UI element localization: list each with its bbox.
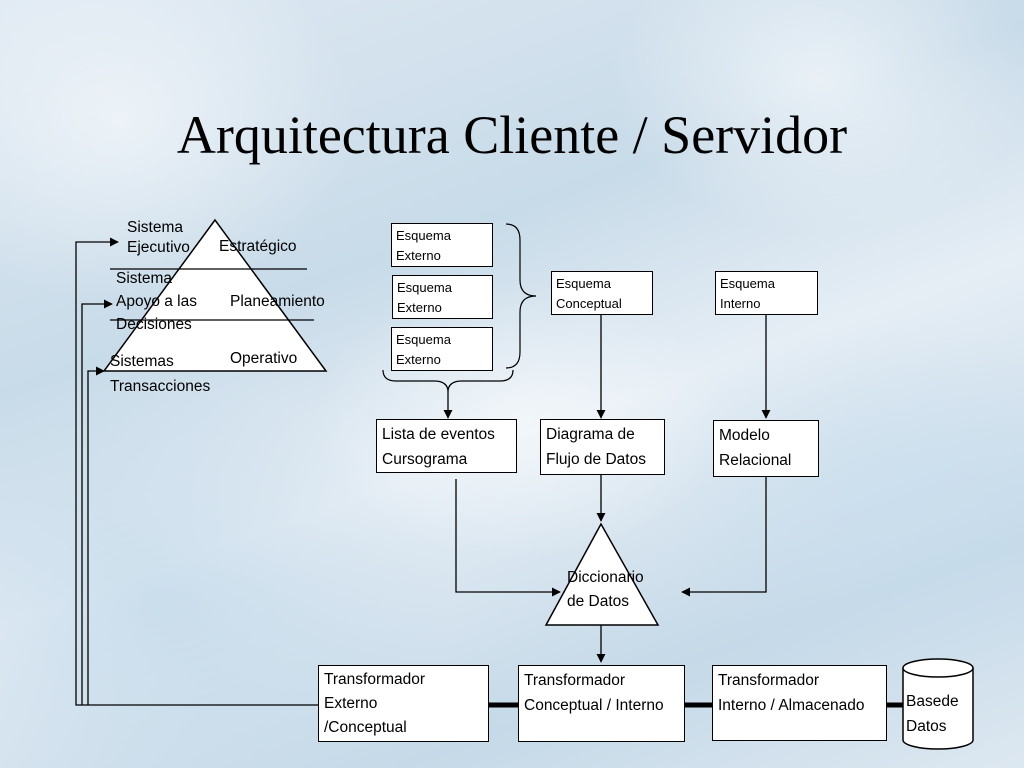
- external-schema-box: Esquema Externo: [391, 327, 493, 371]
- database-cylinder-top: [902, 658, 974, 678]
- arrow-model-to-dictionary: [681, 477, 767, 597]
- database-label: Basede Datos: [906, 693, 959, 735]
- schemas-brace-bottom: [382, 369, 514, 393]
- pyramid-executive-label: Sistema Ejecutivo: [127, 219, 190, 256]
- external-schema-box: Esquema Externo: [391, 223, 493, 267]
- feedback-line-top: [75, 237, 320, 706]
- relational-model-box: Modelo Relacional: [713, 420, 819, 477]
- pyramid-triangle: [102, 218, 328, 372]
- conceptual-schema-box: Esquema Conceptual: [551, 271, 653, 315]
- internal-schema-box: Esquema Interno: [715, 271, 818, 315]
- pyramid-tier-strategic: Estratégico: [219, 238, 297, 255]
- external-schema-box: Esquema Externo: [392, 275, 493, 319]
- pyramid-transactions-label: Sistemas Transacciones: [110, 353, 211, 395]
- page-title: Arquitectura Cliente / Servidor: [176, 105, 848, 165]
- transformer-conceptual-internal: Transformador Conceptual / Interno: [518, 665, 685, 742]
- database-cylinder: [902, 668, 974, 750]
- pyramid-tier-operational: Operativo: [230, 350, 298, 367]
- data-flow-diagram-box: Diagrama de Flujo de Datos: [540, 419, 665, 475]
- transformer-external-conceptual: Transformador Externo /Conceptual: [318, 665, 489, 742]
- pyramid-decision-support-label: Sistema Apoyo a las Decisiones: [116, 270, 197, 333]
- arrow-events-to-dictionary: [455, 479, 561, 597]
- feedback-line-mid: [81, 299, 113, 705]
- data-dictionary-label: Diccionario de Datos: [567, 569, 644, 610]
- events-list-box: Lista de eventos Cursograma: [376, 419, 517, 473]
- transformer-internal-stored: Transformador Interno / Almacenado: [712, 665, 887, 741]
- feedback-line-bottom: [87, 366, 105, 705]
- dictionary-triangle: [544, 522, 660, 626]
- schemas-brace-right: [505, 223, 537, 369]
- pyramid-tier-planning: Planeamiento: [230, 293, 325, 310]
